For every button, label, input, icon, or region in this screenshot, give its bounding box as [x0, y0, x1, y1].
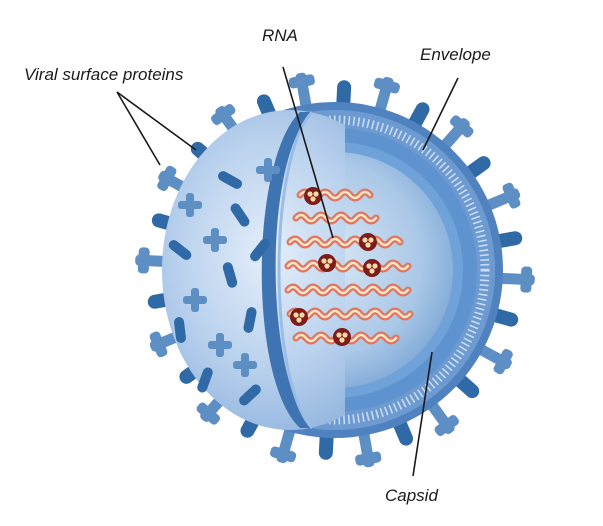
label-capsid: Capsid: [385, 486, 438, 505]
surface-protein-bump: [233, 353, 257, 377]
spike-proteins: [135, 72, 535, 468]
spike-protein-t: [425, 398, 459, 436]
membrane-cut-edge: [261, 112, 312, 428]
surface-protein-bumps: [168, 158, 280, 406]
surface-proteins-leader-b: [116, 91, 161, 166]
label-envelope: Envelope: [420, 45, 491, 64]
spike-protein-t: [270, 423, 297, 464]
ribonucleoprotein: [333, 328, 351, 346]
envelope-leader: [422, 77, 459, 151]
surface-proteins-leader-a: [116, 91, 197, 151]
ribonucleoprotein: [290, 308, 308, 326]
spike-protein-t: [355, 427, 382, 468]
surface-protein-bump: [203, 228, 227, 252]
label-rna: RNA: [262, 26, 298, 45]
leader-lines: [116, 66, 459, 477]
ribonucleoprotein: [359, 233, 377, 251]
surface-protein-bump: [183, 288, 207, 312]
spike-protein-t: [373, 76, 400, 117]
surface-protein-bump: [239, 384, 261, 406]
spike-protein-t: [481, 182, 521, 212]
capsid-leader: [412, 351, 433, 477]
surface-protein-bump: [197, 367, 213, 393]
spike-protein-t: [288, 72, 315, 113]
surface-protein-bump: [243, 307, 257, 333]
surface-protein-bump: [230, 203, 250, 227]
surface-protein-bump: [222, 262, 238, 288]
membrane-surface: [162, 110, 345, 430]
surface-protein-bump: [174, 317, 186, 343]
label-surface-proteins: Viral surface proteins: [24, 65, 184, 84]
surface-protein-bump: [256, 158, 280, 182]
spike-protein-t: [438, 115, 474, 153]
spike-protein-t: [494, 266, 535, 293]
surface-protein-bump: [168, 240, 192, 260]
surface-protein-bump: [218, 171, 242, 189]
ribonucleoprotein: [318, 254, 336, 272]
surface-protein-bump: [208, 333, 232, 357]
ribonucleoprotein: [363, 259, 381, 277]
rna-leader: [282, 66, 334, 239]
ribonucleoprotein: [304, 187, 322, 205]
ribonucleoprotein-clusters: [290, 187, 381, 346]
surface-protein-bump: [250, 238, 270, 262]
surface-protein-bump: [178, 193, 202, 217]
spike-protein-t: [474, 343, 513, 375]
